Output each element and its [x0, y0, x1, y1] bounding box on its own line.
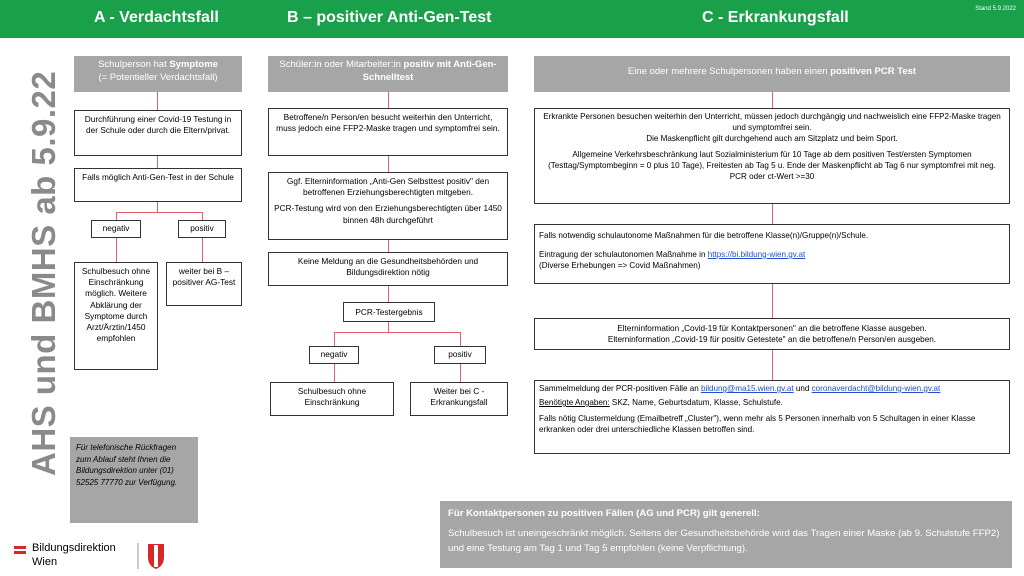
connector — [202, 212, 203, 220]
coronaverdacht-email-link[interactable]: coronaverdacht@bildung-wien.gv.at — [811, 384, 941, 393]
col-b-elterninfo-text: Ggf. Elterninformation „Anti-Gen Selbstt… — [286, 176, 490, 198]
connector — [772, 204, 773, 224]
connector — [388, 92, 389, 108]
side-title: AHS und BMHS ab 5.9.22 — [25, 70, 62, 476]
col-c-erhebungen-text: (Diverse Erhebungen => Covid Maßnahmen) — [539, 260, 701, 270]
connector — [116, 212, 117, 220]
col-c-verkehrsbeschraenkung-text: Allgemeine Verkehrsbeschränkung laut Soz… — [548, 149, 996, 181]
col-b-header-text: Schüler:in oder Mitarbeiter:in — [279, 59, 404, 70]
kontaktpersonen-text: Schulbesuch ist uneingeschränkt möglich.… — [448, 528, 1000, 554]
col-c-sammelmeldung-text: Sammelmeldung der PCR-positiven Fälle an — [539, 384, 701, 393]
col-c-massnahmen-text: Falls notwendig schulautonome Maßnahmen … — [539, 231, 869, 240]
col-c-header-text: Eine oder mehrere Schulpersonen haben ei… — [627, 66, 831, 77]
col-c-positiv-getestete-info: Elterninformation „Covid-19 für positiv … — [607, 335, 937, 345]
col-a-antigen-box: Falls möglich Anti-Gen-Test in der Schul… — [74, 168, 242, 202]
col-c-meldung-box: Sammelmeldung der PCR-positiven Fälle an… — [534, 380, 1010, 454]
col-b-header-box: Schüler:in oder Mitarbeiter:in positiv m… — [268, 56, 508, 92]
stand-date: Stand 5.9.2022 — [975, 6, 1016, 12]
connector — [388, 322, 389, 332]
col-c-header-bold: positiven PCR Test — [830, 66, 917, 77]
col-c-erkrankte-box: Erkrankte Personen besuchen weiterhin de… — [534, 108, 1010, 204]
connector — [334, 364, 335, 382]
connector — [460, 332, 461, 346]
col-b-negativ-result: Schulbesuch ohne Einschränkung — [270, 382, 394, 416]
logo-text-line2: Wien — [32, 556, 58, 568]
column-a-title: A - Verdachtsfall — [94, 9, 219, 26]
col-c-kontaktpersonen-info: Elterninformation „Covid-19 für Kontaktp… — [617, 324, 927, 333]
connector — [388, 156, 389, 172]
connector — [334, 332, 460, 333]
kontaktpersonen-box: Für Kontaktpersonen zu positiven Fällen … — [440, 501, 1012, 568]
phone-info-box: Für telefonische Rückfragen zum Ablauf s… — [70, 437, 198, 523]
col-c-clustermeldung-text: Falls nötig Clustermeldung (Emailbetreff… — [539, 413, 976, 434]
col-b-negativ-label: negativ — [309, 346, 359, 364]
col-c-und-text: und — [793, 384, 812, 393]
col-a-negativ-result: Schulbesuch ohne Einschränkung möglich. … — [74, 262, 158, 370]
col-b-header-bold: positiv mit Anti-Gen-Schnelltest — [362, 59, 497, 83]
col-c-erkrankte-text: Erkrankte Personen besuchen weiterhin de… — [543, 112, 1001, 132]
kontaktpersonen-title: Für Kontaktpersonen zu positiven Fällen … — [448, 508, 760, 519]
col-b-ffp2-box: Betroffene/n Person/en besucht weiterhin… — [268, 108, 508, 156]
connector — [157, 92, 158, 110]
connector — [202, 238, 203, 262]
connector — [460, 364, 461, 382]
connector — [772, 92, 773, 108]
logo-text-line1: Bildungsdirektion — [32, 542, 116, 554]
connector — [116, 238, 117, 262]
col-c-massnahmen-box: Falls notwendig schulautonome Maßnahmen … — [534, 224, 1010, 284]
col-b-pcr-result-box: PCR-Testergebnis — [343, 302, 435, 322]
col-a-header-text: Schulperson hat — [98, 59, 170, 70]
col-a-positiv-label: positiv — [178, 220, 226, 238]
column-b-title: B – positiver Anti-Gen-Test — [287, 9, 492, 26]
col-c-angaben-label: Benötigte Angaben: — [539, 397, 610, 407]
bildungsdirektion-logo: Bildungsdirektion Wien — [10, 541, 170, 576]
col-a-header-bold: Symptome — [169, 59, 218, 70]
column-c-title: C - Erkrankungsfall — [702, 9, 849, 26]
connector — [157, 202, 158, 212]
header-bar — [0, 0, 1024, 38]
ma15-email-link[interactable]: bildung@ma15.wien.gv.at — [700, 384, 794, 393]
col-a-header-box: Schulperson hat Symptome (= Potentieller… — [74, 56, 242, 92]
col-c-elterninfo-box: Elterninformation „Covid-19 für Kontaktp… — [534, 318, 1010, 350]
col-a-testing-box: Durchführung einer Covid-19 Testung in d… — [74, 110, 242, 156]
col-a-positiv-result: weiter bei B – positiver AG-Test — [166, 262, 242, 306]
connector — [116, 212, 202, 213]
col-b-pcr-testing-text: PCR-Testung wird von den Erziehungsberec… — [274, 203, 502, 225]
connector — [772, 284, 773, 318]
connector — [388, 240, 389, 252]
col-a-negativ-label: negativ — [91, 220, 141, 238]
col-c-header-box: Eine oder mehrere Schulpersonen haben ei… — [534, 56, 1010, 92]
connector — [772, 350, 773, 380]
connector — [388, 286, 389, 302]
col-b-elterninfo-box: Ggf. Elterninformation „Anti-Gen Selbstt… — [268, 172, 508, 240]
col-b-positiv-label: positiv — [434, 346, 486, 364]
logo-icon — [14, 543, 164, 569]
col-c-eintragung-text: Eintragung der schulautonomen Maßnahme i… — [539, 249, 708, 259]
col-c-angaben-fields: SKZ, Name, Geburtsdatum, Klasse, Schulst… — [609, 397, 783, 407]
col-b-meldung-box: Keine Meldung an die Gesundheitsbehörden… — [268, 252, 508, 286]
connector — [157, 156, 158, 168]
bildung-wien-link[interactable]: https://bi.bildung-wien.gv.at — [707, 249, 806, 259]
col-a-header-sub: (= Potentieller Verdachtsfall) — [98, 71, 218, 83]
col-c-maskenpflicht-text: Die Maskenpflicht gilt durchgehend auch … — [646, 133, 898, 143]
col-b-positiv-result: Weiter bei C - Erkrankungsfall — [410, 382, 508, 416]
connector — [334, 332, 335, 346]
